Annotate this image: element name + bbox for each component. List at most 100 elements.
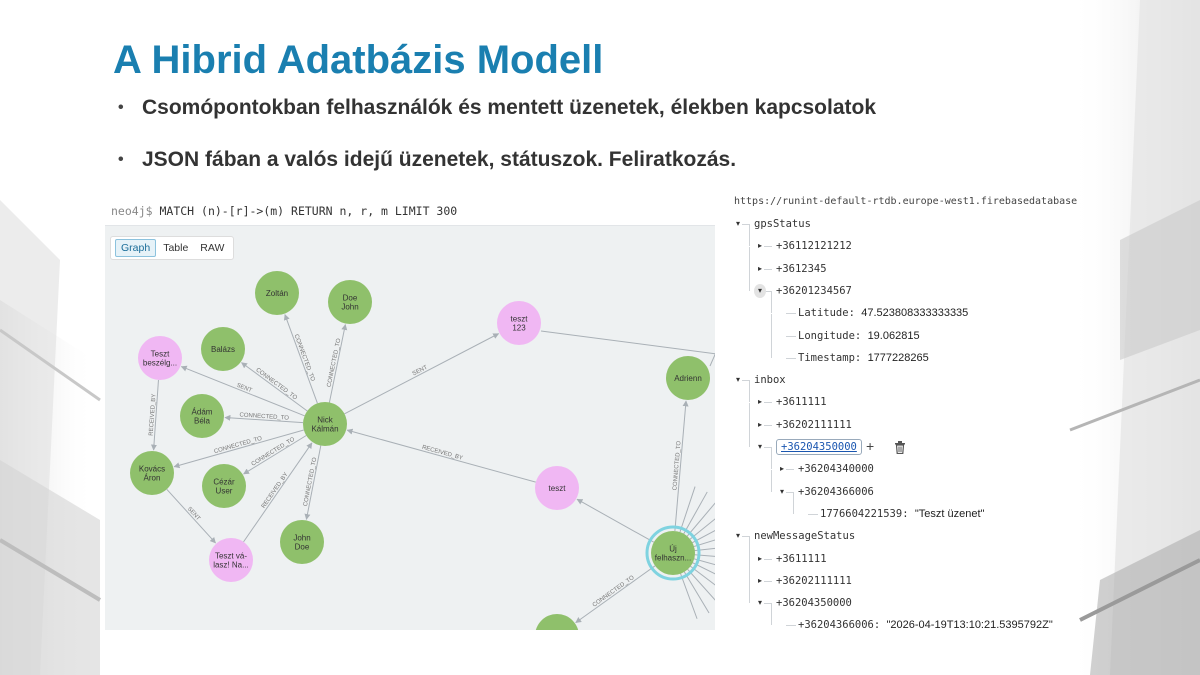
graph-edge[interactable] [575, 565, 656, 624]
node-circle[interactable] [666, 356, 710, 400]
slide-title: A Hibrid Adatbázis Modell [113, 38, 604, 82]
collapse-arrow-icon[interactable]: ▾ [754, 283, 766, 298]
tree-value[interactable]: 1777228265 [867, 351, 929, 364]
node-circle[interactable] [651, 531, 695, 575]
tree-node[interactable]: +36204350000 [776, 437, 862, 457]
node-label: User [216, 487, 233, 496]
tree-node[interactable]: +3611111 [776, 549, 827, 569]
expand-arrow-icon[interactable]: ▸ [757, 419, 762, 429]
node-circle[interactable] [535, 466, 579, 510]
node-circle[interactable] [255, 271, 299, 315]
tree-node[interactable]: +36204340000 [798, 459, 874, 479]
tree-node[interactable]: +3611111 [776, 392, 827, 412]
graph-node-teszt[interactable]: teszt [535, 466, 579, 510]
cypher-query[interactable]: MATCH (n)-[r]->(m) RETURN n, r, m LIMIT … [159, 204, 458, 218]
tab-table[interactable]: Table [163, 242, 189, 254]
graph-edge[interactable] [304, 445, 322, 521]
bullet-text: Csomópontokban felhasználók és mentett ü… [142, 96, 877, 119]
node-circle[interactable] [535, 614, 579, 630]
tab-raw[interactable]: RAW [200, 242, 225, 254]
tree-node[interactable]: +36204366006: "2026-04-19T13:10:21.53957… [798, 615, 1053, 635]
tree-key[interactable]: +36204350000 [776, 439, 862, 455]
node-circle[interactable] [280, 520, 324, 564]
tree-node[interactable]: +36202111111 [776, 571, 852, 591]
graph-edge[interactable] [346, 428, 536, 483]
node-circle[interactable] [138, 336, 182, 380]
graph-edge[interactable] [674, 400, 689, 532]
graph-node-balazs[interactable]: Balázs [201, 327, 245, 371]
tree-node[interactable]: +36201234567 [776, 281, 852, 301]
tree-node[interactable]: +36112121212 [776, 236, 852, 256]
collapse-arrow-icon[interactable]: ▾ [735, 375, 740, 385]
node-label: Balázs [211, 345, 235, 354]
expand-arrow-icon[interactable]: ▸ [779, 464, 784, 474]
node-circle[interactable] [497, 301, 541, 345]
graph-node-uj[interactable]: Újfelhaszn... [645, 525, 701, 581]
bullet-item: •JSON fában a valós idejű üzenetek, stát… [118, 144, 876, 196]
graph-node-tb[interactable]: Tesztbeszélg... [138, 336, 182, 380]
expand-arrow-icon[interactable]: ▸ [757, 575, 762, 585]
node-circle[interactable] [180, 394, 224, 438]
tree-node[interactable]: +36202111111 [776, 415, 852, 435]
expand-arrow-icon[interactable]: ▸ [757, 263, 762, 273]
tree-node[interactable]: Latitude: 47.523808333333335 [798, 303, 968, 323]
tree-node[interactable]: newMessageStatus [754, 526, 855, 546]
collapse-arrow-icon[interactable]: ▾ [735, 219, 740, 228]
tree-value[interactable]: "2026-04-19T13:10:21.5395792Z" [886, 619, 1053, 632]
graph-edge[interactable] [328, 323, 348, 403]
tree-node[interactable]: inbox [754, 370, 786, 390]
tree-node[interactable]: Timestamp: 1777228265 [798, 348, 929, 368]
tree-node[interactable]: 1776604221539: "Teszt üzenet" [820, 504, 984, 524]
node-circle[interactable] [201, 327, 245, 371]
tree-node[interactable]: +36204350000 [776, 593, 852, 613]
cypher-query-bar[interactable]: neo4j$ MATCH (n)-[r]->(m) RETURN n, r, m… [105, 196, 715, 226]
node-circle[interactable] [209, 538, 253, 582]
graph-node-zoltan[interactable]: Zoltán [255, 271, 299, 315]
tab-graph[interactable]: Graph [115, 239, 157, 257]
graph-edge[interactable] [344, 333, 500, 415]
graph-node-tv[interactable]: Teszt vá-lasz! Na... [209, 538, 253, 582]
graph-edge[interactable] [576, 498, 655, 543]
node-circle[interactable] [130, 451, 174, 495]
tree-value[interactable]: "Teszt üzenet" [914, 507, 985, 520]
expand-arrow-icon[interactable]: ▸ [757, 553, 762, 563]
graph-edge[interactable] [166, 488, 216, 544]
tree-connector [764, 290, 772, 292]
expand-arrow-icon[interactable]: ▸ [757, 241, 762, 251]
graph-edge[interactable] [241, 362, 308, 412]
tree-node[interactable]: Longitude: 19.062815 [798, 326, 920, 346]
add-child-icon[interactable]: + [866, 438, 875, 454]
graph-edge[interactable] [283, 314, 318, 404]
graph-edge[interactable] [243, 435, 307, 475]
tree-node[interactable]: +36204366006 [798, 482, 874, 502]
node-circle[interactable] [303, 402, 347, 446]
graph-edge[interactable] [173, 429, 304, 469]
graph-node-bottom[interactable] [535, 614, 579, 630]
tree-node[interactable]: gpsStatus [754, 214, 811, 234]
collapse-arrow-icon[interactable]: ▾ [735, 531, 740, 541]
collapse-arrow-icon[interactable]: ▾ [757, 442, 762, 451]
graph-edge[interactable] [224, 414, 304, 424]
node-circle[interactable] [202, 464, 246, 508]
graph-node-adrienn[interactable]: Adrienn [666, 356, 710, 400]
tree-value[interactable]: 19.062815 [867, 329, 920, 342]
node-circle[interactable] [328, 280, 372, 324]
tree-node[interactable]: +3612345 [776, 259, 827, 279]
graph-edge[interactable] [180, 365, 305, 417]
tree-value[interactable]: 47.523808333333335 [861, 307, 969, 320]
graph-edge[interactable] [243, 442, 313, 543]
trash-icon[interactable] [894, 441, 906, 454]
expand-arrow-icon[interactable]: ▸ [757, 397, 762, 407]
collapse-arrow-icon[interactable]: ▾ [757, 598, 762, 608]
tree-key: inbox [754, 374, 786, 387]
collapse-arrow-icon[interactable]: ▾ [779, 486, 784, 496]
graph-edge[interactable] [150, 379, 159, 451]
